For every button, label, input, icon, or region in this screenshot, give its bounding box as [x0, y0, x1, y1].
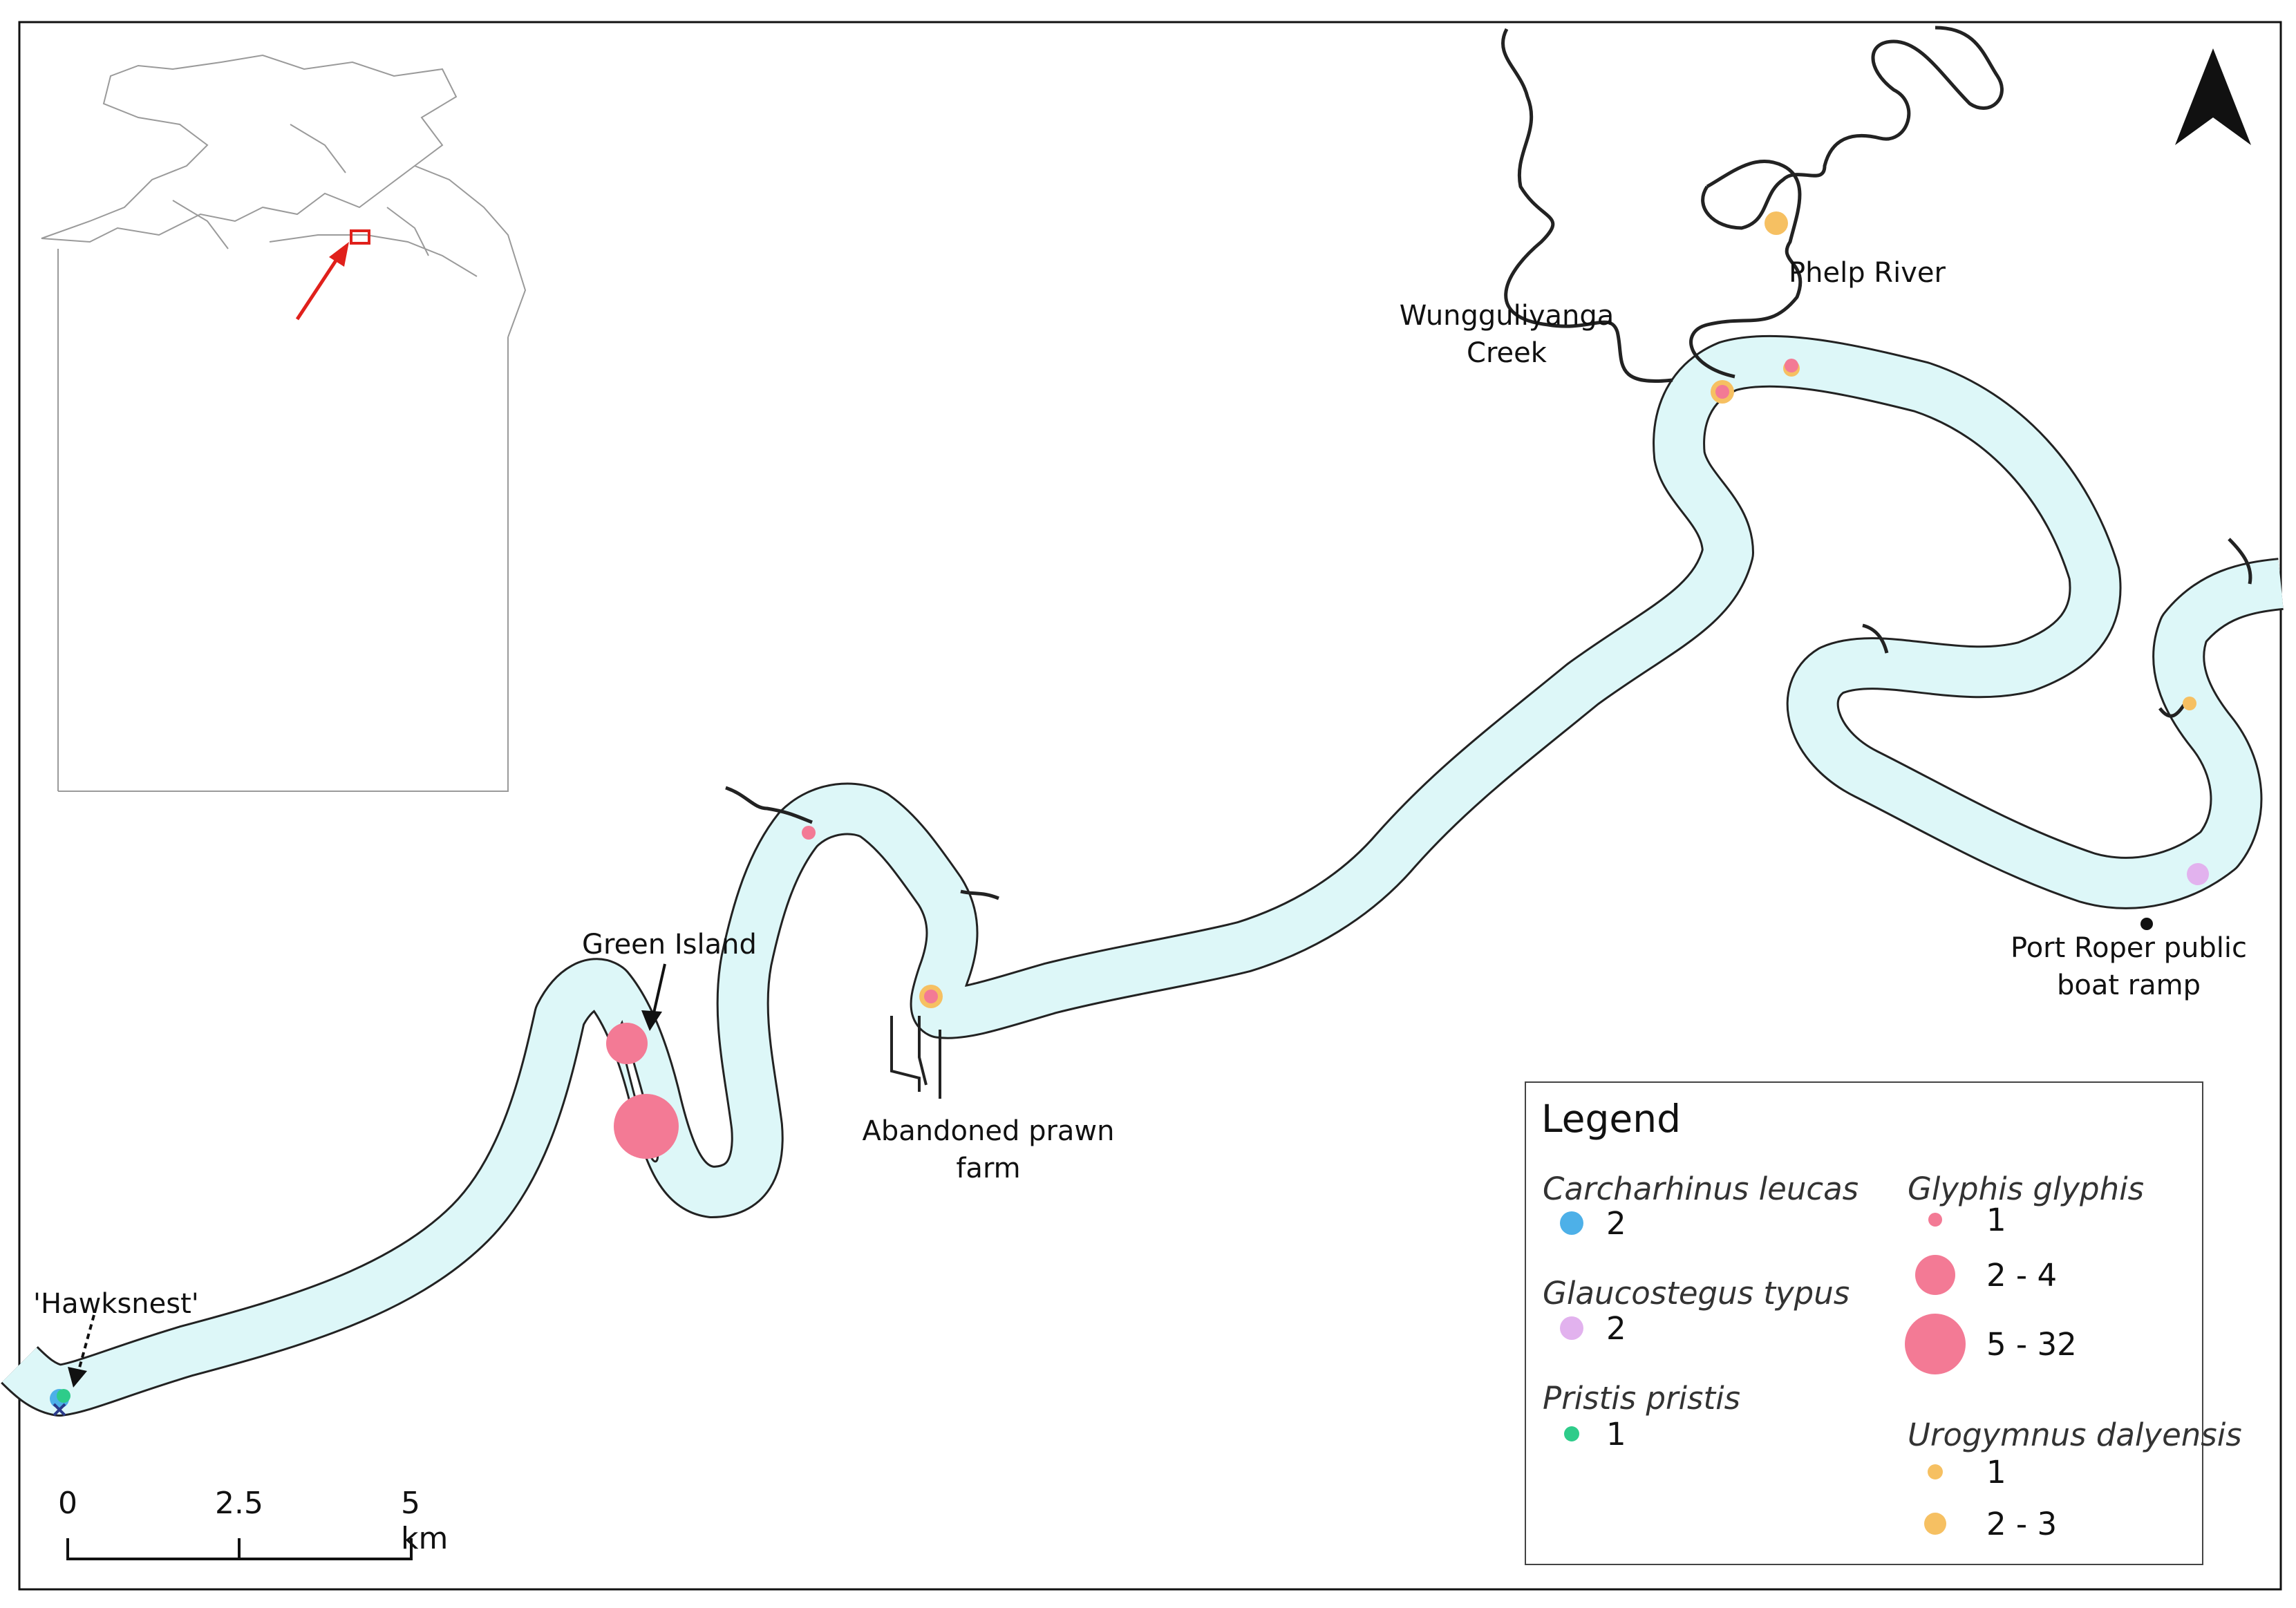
legend-species-carcharhinus: Carcharhinus leucas [1543, 1171, 1859, 1207]
sampling-points [50, 211, 2209, 1408]
label-hawksnest: 'Hawksnest' [33, 1288, 199, 1320]
inset-map [41, 54, 527, 792]
wungguliyanga-creek [1501, 28, 1673, 383]
inset-river-east [386, 207, 429, 256]
glyphis-point [924, 990, 938, 1003]
hawksnest-marker-icon [53, 1403, 66, 1417]
glyphis-point [1785, 359, 1798, 372]
legend-species-pristis: Pristis pristis [1543, 1380, 1741, 1417]
legend-title: Legend [1541, 1097, 1682, 1141]
inset-rivers-west [172, 124, 346, 249]
legend-item: 2 [1558, 1199, 1626, 1247]
boat-ramp-marker [2140, 918, 2153, 930]
scale-bar-lines [66, 1538, 413, 1560]
inset-pointer-arrow-icon [295, 242, 349, 321]
glyphis-point [606, 1023, 648, 1064]
urogymnus-point [2183, 697, 2196, 710]
hawksnest-pointer-arrow-icon [68, 1314, 95, 1388]
legend-item-label: 1 [1986, 1201, 2006, 1238]
legend-dot [1915, 1255, 1955, 1295]
label-green-island: Green Island [582, 929, 757, 961]
legend-item-label: 2 - 4 [1986, 1256, 2058, 1294]
legend-dot [1905, 1314, 1966, 1374]
legend-item-label: 2 [1606, 1204, 1626, 1242]
label-port-roper-boat-ramp: Port Roper public boat ramp [2011, 932, 2247, 1001]
legend-item: 1 [1905, 1448, 2006, 1496]
legend-dot [1928, 1213, 1942, 1227]
urogymnus-point [1765, 211, 1788, 235]
legend-dot [1928, 1464, 1943, 1479]
pristis-point [57, 1389, 70, 1403]
legend: Legend Carcharhinus leucas 2 Glaucostegu… [1525, 1081, 2242, 1565]
legend-item-label: 1 [1986, 1453, 2006, 1491]
glyphis-point [1715, 385, 1729, 399]
east-creek-bay [1862, 623, 1889, 654]
map-frame-border [18, 21, 2282, 1591]
legend-dot [1924, 1513, 1946, 1535]
north-arrow-icon [2175, 48, 2251, 145]
inset-study-area-marker [350, 229, 370, 245]
scale-label-0: 0 [58, 1486, 77, 1521]
legend-species-urogymnus: Urogymnus dalyensis [1908, 1417, 2242, 1453]
legend-dot [1560, 1211, 1583, 1235]
legend-item-label: 1 [1606, 1415, 1626, 1453]
label-phelp-river: Phelp River [1789, 257, 1946, 289]
legend-item: 1 [1905, 1195, 2006, 1244]
prawn-farm-ponds [890, 1016, 941, 1099]
east-creek-top [2228, 538, 2252, 585]
legend-species-glaucostegus: Glaucostegus typus [1543, 1275, 1850, 1312]
scale-bar: 0 2.5 5 km [54, 1486, 448, 1576]
phelp-upper [1701, 26, 2004, 230]
legend-item: 2 - 4 [1905, 1251, 2057, 1299]
legend-item: 1 [1558, 1410, 1626, 1458]
east-creek-mid [2158, 703, 2186, 718]
glyphis-point [614, 1094, 679, 1159]
legend-item: 5 - 32 [1905, 1314, 2077, 1374]
phelp-river [1689, 159, 1803, 379]
legend-dot [1560, 1316, 1583, 1340]
label-wungguliyanga-creek: Wungguliyanga Creek [1399, 300, 1615, 369]
scale-label-2-5: 2.5 [215, 1486, 263, 1521]
legend-item-label: 2 [1606, 1309, 1626, 1347]
glyphis-point [802, 826, 816, 840]
creek-near-glyphis [725, 786, 813, 824]
legend-species-glyphis: Glyphis glyphis [1908, 1171, 2145, 1207]
glaucostegus-point [2187, 863, 2209, 885]
tributaries [725, 26, 2252, 900]
legend-item-label: 2 - 3 [1986, 1505, 2058, 1542]
inset-coast-east [414, 165, 527, 338]
inset-river [269, 234, 478, 277]
legend-item: 2 [1558, 1304, 1626, 1352]
legend-dot [1564, 1426, 1579, 1441]
creek-right [960, 889, 999, 900]
green-island-pointer-arrow-icon [641, 963, 666, 1031]
scale-label-5km: 5 km [401, 1486, 449, 1556]
legend-item: 2 - 3 [1905, 1500, 2057, 1548]
legend-item-label: 5 - 32 [1986, 1325, 2077, 1363]
label-abandoned-prawn-farm: Abandoned prawn farm [862, 1115, 1115, 1184]
inset-coastline [41, 54, 509, 792]
